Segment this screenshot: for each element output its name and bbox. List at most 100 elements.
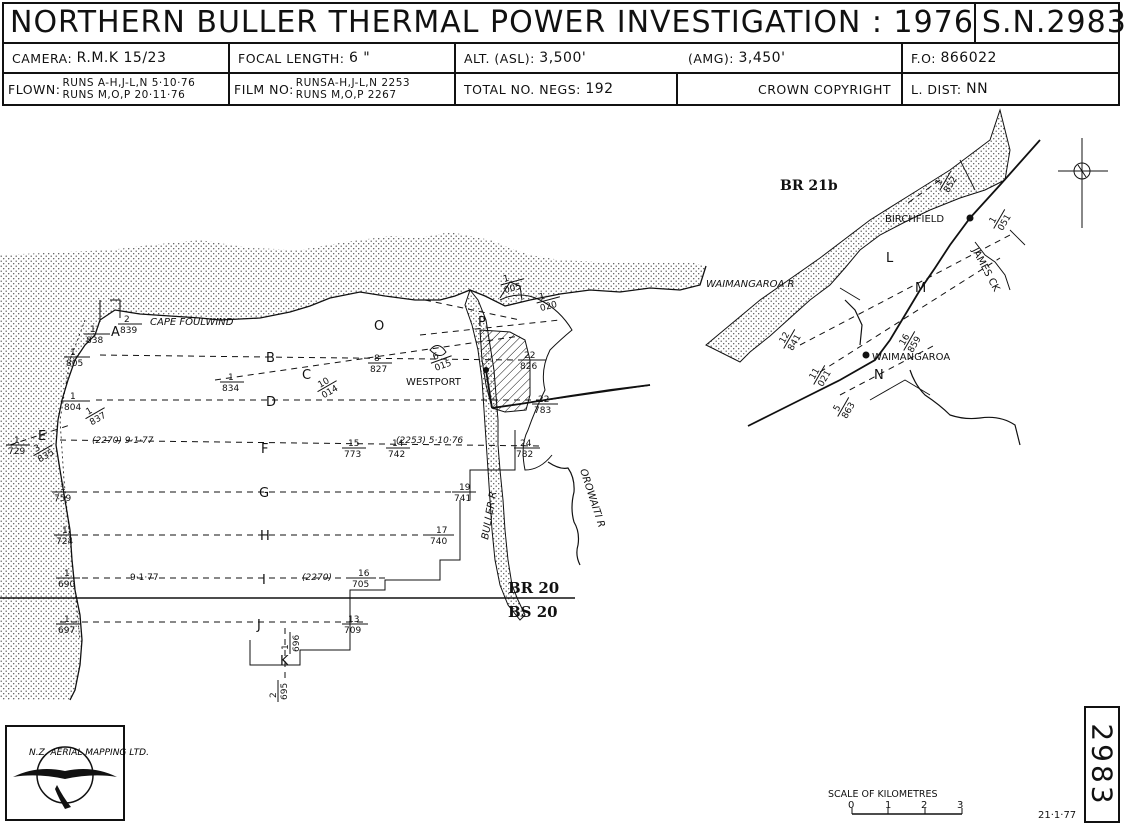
sheet-number: S.N.2983 xyxy=(973,4,1127,42)
svg-text:24: 24 xyxy=(520,439,532,449)
run-letter-i: I xyxy=(262,573,266,588)
svg-text:695: 695 xyxy=(280,683,290,700)
sheet-number-tab: 2983 xyxy=(1084,706,1120,823)
coverage-boundary xyxy=(99,299,516,666)
svg-text:15: 15 xyxy=(348,439,359,449)
run-letter-o: O xyxy=(374,319,384,334)
svg-text:12: 12 xyxy=(778,331,792,346)
sheet-title: NORTHERN BULLER THERMAL POWER INVESTIGAT… xyxy=(10,5,974,40)
flown-line1: RUNS A-H,J-L,N 5·10·76 xyxy=(62,77,196,89)
focal-length-value: 6 " xyxy=(348,50,371,66)
svg-text:6: 6 xyxy=(432,351,441,362)
flown-cell: FLOWN: RUNS A-H,J-L,N 5·10·76 RUNS M,O,P… xyxy=(4,74,228,104)
birchfield-dot xyxy=(966,214,974,222)
scale-title: SCALE OF KILOMETRES xyxy=(828,789,938,800)
run-letter-a: A xyxy=(111,325,120,340)
total-negs-label: TOTAL NO. NEGS: xyxy=(464,81,581,97)
date-stamp: 21·1·77 xyxy=(1038,810,1077,821)
coastline-main xyxy=(55,265,707,701)
film-no-label: FILM NO: xyxy=(234,81,294,97)
camera-value: R.M.K 15/23 xyxy=(76,50,167,66)
altitude-amg-label: (AMG): xyxy=(688,50,734,66)
svg-text:826: 826 xyxy=(520,362,537,372)
label-cape-foulwind: CAPE FOULWIND xyxy=(150,317,234,328)
copyright-cell: CROWN COPYRIGHT xyxy=(678,74,899,104)
altitude-asl-label: ALT. (ASL): xyxy=(464,50,535,66)
svg-text:805: 805 xyxy=(66,359,83,369)
svg-text:14: 14 xyxy=(392,439,404,449)
run-letter-m: M xyxy=(915,281,926,296)
fo-value: 866022 xyxy=(940,50,997,66)
svg-text:13: 13 xyxy=(348,615,359,625)
svg-text:782: 782 xyxy=(516,450,533,460)
svg-text:1: 1 xyxy=(70,348,76,358)
north-arrow-icon xyxy=(1058,138,1108,228)
total-negs-cell: TOTAL NO. NEGS: 192 xyxy=(456,74,676,104)
svg-text:834: 834 xyxy=(222,384,239,394)
label-james-creek: JAMES CK xyxy=(969,245,1002,293)
svg-text:759: 759 xyxy=(54,494,71,504)
svg-text:1: 1 xyxy=(228,373,234,383)
l-dist-value: NN xyxy=(966,81,989,97)
svg-text:22: 22 xyxy=(538,395,549,405)
run-f-left-annotation: (2270) 9·1·77 xyxy=(92,436,154,446)
inset-coverage xyxy=(839,159,1026,401)
fo-label: F.O: xyxy=(911,50,936,66)
svg-text:839: 839 xyxy=(120,326,137,336)
table-divider xyxy=(4,72,1118,74)
scale-bar: SCALE OF KILOMETRES 0 1 2 3 xyxy=(828,789,963,815)
svg-text:16: 16 xyxy=(358,569,370,579)
svg-text:17: 17 xyxy=(436,526,447,536)
svg-text:005: 005 xyxy=(503,282,522,296)
waimangaroa-river xyxy=(844,299,1021,446)
run-letter-b: B xyxy=(266,351,275,366)
svg-text:1: 1 xyxy=(64,615,70,625)
svg-text:020: 020 xyxy=(539,300,558,314)
table-divider xyxy=(228,44,230,104)
sheet-label-br20: BR 20 xyxy=(508,579,559,597)
shelf-line xyxy=(59,319,86,641)
flown-line2: RUNS M,O,P 20·11·76 xyxy=(62,89,186,101)
svg-text:11: 11 xyxy=(808,367,822,382)
run-letter-f: F xyxy=(261,442,268,457)
svg-text:051: 051 xyxy=(996,213,1013,233)
aerial-mapping-logo: N.Z. AERIAL MAPPING LTD. xyxy=(5,725,149,821)
altitude-asl-value: 3,500' xyxy=(539,50,587,66)
table-divider xyxy=(676,74,678,104)
run-letter-d: D xyxy=(266,395,276,410)
l-dist-label: L. DIST: xyxy=(911,81,962,97)
river-channel xyxy=(499,294,573,471)
svg-text:740: 740 xyxy=(430,537,447,547)
svg-text:1: 1 xyxy=(62,526,68,536)
svg-text:1: 1 xyxy=(70,392,76,402)
svg-text:1: 1 xyxy=(502,274,510,285)
svg-text:1: 1 xyxy=(64,569,70,579)
scale-tick-1: 1 xyxy=(885,800,891,811)
westport-town xyxy=(479,329,531,413)
flight-index-map: BR 21b BR 20 BS 20 CAPE FOULWIND WESTPOR… xyxy=(0,108,1108,815)
svg-text:696: 696 xyxy=(292,635,302,652)
run-i-date: 9·1·77 xyxy=(130,573,159,583)
film-no-cell: FILM NO: RUNSA-H,J-L,N 2253 RUNS M,O,P 2… xyxy=(230,74,454,104)
svg-text:742: 742 xyxy=(388,450,405,460)
altitude-amg-cell: (AMG): 3,450' xyxy=(680,44,900,72)
svg-text:838: 838 xyxy=(86,336,103,346)
svg-text:1: 1 xyxy=(538,292,546,303)
svg-text:705: 705 xyxy=(352,580,369,590)
svg-text:1: 1 xyxy=(85,406,95,418)
label-westport: WESTPORT xyxy=(406,377,462,388)
